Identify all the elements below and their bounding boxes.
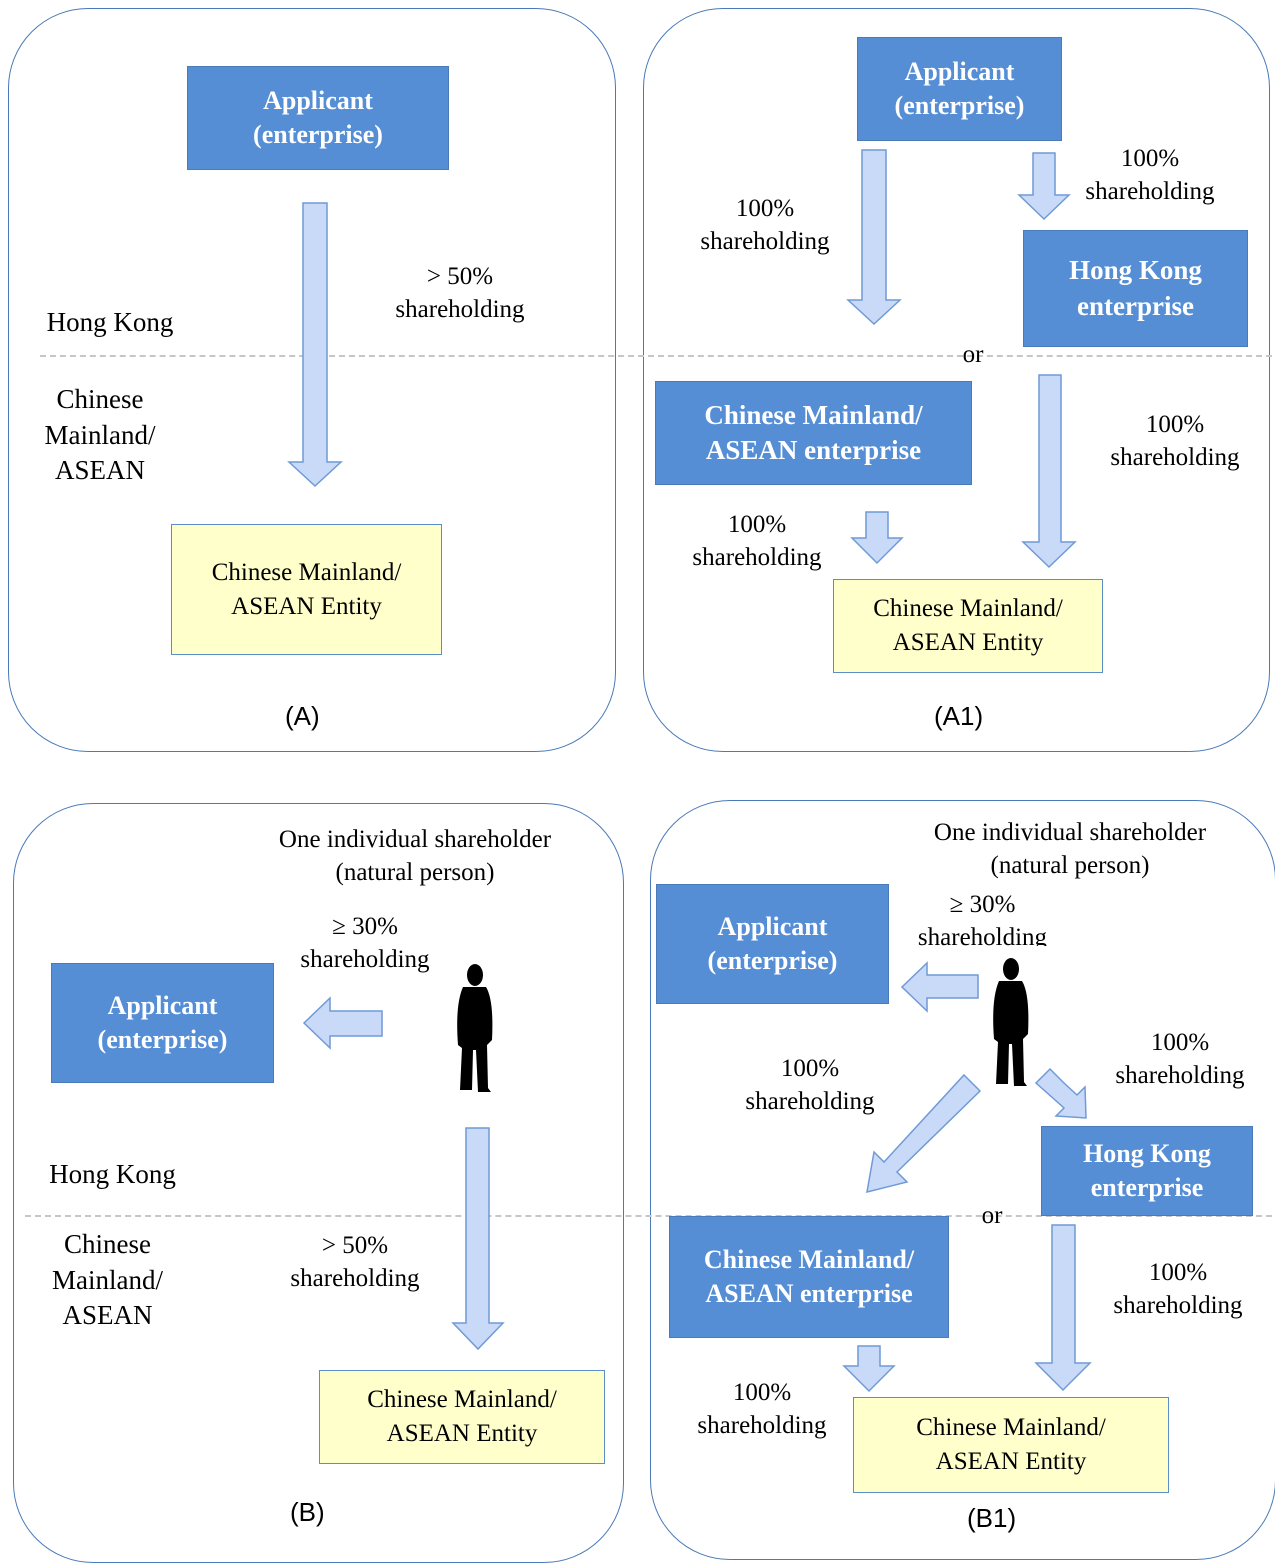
arrow-b-person-to-applicant (302, 996, 383, 1050)
or-label: or (962, 341, 984, 368)
region-divider-bottom (25, 1215, 1272, 1217)
arrow-a1-hk-to-entity (1021, 374, 1077, 569)
region-divider-top (40, 355, 1272, 357)
shareholding-label: 100% shareholding (745, 1055, 875, 1115)
arrow-a-applicant-to-entity (287, 202, 343, 488)
panel-caption: (B1) (967, 1503, 1017, 1533)
shareholding-label: ≥ 30% shareholding (917, 891, 1048, 946)
individual-shareholder-label: One individual shareholder (natural pers… (933, 819, 1207, 879)
entity-box: Chinese Mainland/ ASEAN Entity (853, 1397, 1169, 1493)
person-silhouette-icon-b (457, 964, 493, 1092)
arrow-a1-cm-to-entity (850, 511, 904, 565)
region-label-hong-kong: Hong Kong (49, 1159, 176, 1189)
arrow-b1-person-to-cm (866, 1073, 982, 1194)
entity-box: Chinese Mainland/ ASEAN Entity (319, 1370, 605, 1464)
entity-box: Chinese Mainland/ ASEAN Entity (833, 579, 1103, 673)
shareholding-label: ≥ 30% shareholding (300, 913, 430, 973)
region-label-chinese-mainland: Chinese Mainland/ ASEAN (52, 1229, 163, 1331)
shareholding-label: 100% shareholding (1113, 1259, 1243, 1319)
shareholding-label: > 50% shareholding (290, 1232, 420, 1292)
applicant-box: Applicant (enterprise) (656, 884, 889, 1004)
arrow-b-person-to-entity (451, 1127, 505, 1351)
shareholding-label: 100% shareholding (1115, 1029, 1245, 1089)
arrow-b1-person-to-applicant (900, 961, 979, 1013)
shareholding-label: 100% shareholding (700, 195, 830, 255)
applicant-box: Applicant (enterprise) (51, 963, 274, 1083)
shareholding-label: 100% shareholding (1085, 145, 1215, 205)
panel-caption: (B) (290, 1497, 325, 1527)
hong-kong-enterprise-box: Hong Kong enterprise (1023, 230, 1248, 347)
arrow-a1-applicant-to-hk (1017, 152, 1071, 221)
person-silhouette-icon-b1 (993, 958, 1029, 1086)
region-label-chinese-mainland: Chinese Mainland/ ASEAN (44, 384, 156, 486)
arrow-b1-person-to-hk (1034, 1067, 1087, 1119)
applicant-box: Applicant (enterprise) (187, 66, 449, 170)
shareholding-label: > 50% shareholding (395, 263, 525, 323)
chinese-mainland-enterprise-box: Chinese Mainland/ ASEAN enterprise (655, 381, 972, 485)
shareholding-label: 100% shareholding (692, 511, 822, 571)
individual-shareholder-label: One individual shareholder (natural pers… (278, 826, 552, 886)
shareholding-label: 100% shareholding (697, 1379, 827, 1439)
applicant-box: Applicant (enterprise) (857, 37, 1062, 141)
panel-caption: (A1) (934, 701, 984, 731)
shareholding-label: 100% shareholding (1110, 411, 1240, 471)
panel-caption: (A) (285, 701, 320, 731)
chinese-mainland-enterprise-box: Chinese Mainland/ ASEAN enterprise (669, 1216, 949, 1338)
or-label: or (981, 1202, 1003, 1229)
arrow-b1-hk-to-entity (1034, 1224, 1092, 1392)
arrow-b1-cm-to-entity (842, 1345, 896, 1393)
arrow-a1-applicant-to-cm (846, 149, 902, 326)
region-label-hong-kong: Hong Kong (46, 307, 174, 337)
hong-kong-enterprise-box: Hong Kong enterprise (1041, 1126, 1253, 1216)
entity-box: Chinese Mainland/ ASEAN Entity (171, 524, 442, 655)
